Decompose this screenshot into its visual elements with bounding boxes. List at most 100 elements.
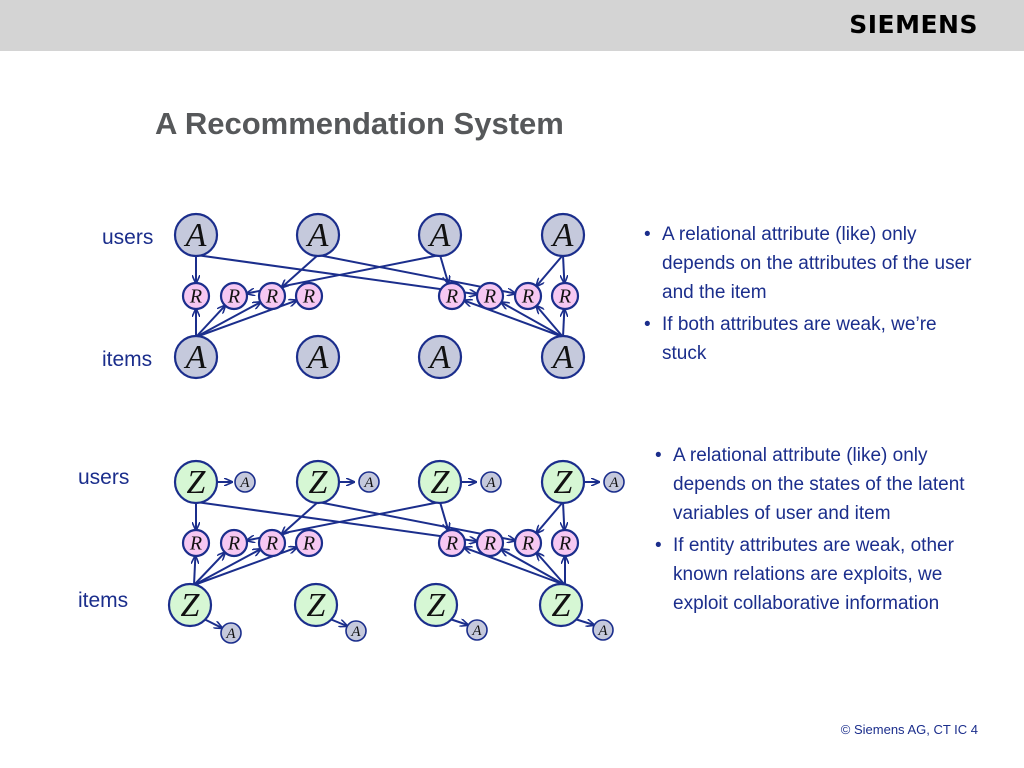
- svg-text:A: A: [485, 475, 496, 491]
- user-latent-node: Z: [173, 459, 219, 505]
- user-to-relation-edge: [563, 254, 564, 283]
- svg-text:A: A: [428, 217, 451, 254]
- user-to-relation-edge: [282, 254, 319, 287]
- relation-node: R: [219, 528, 249, 558]
- svg-text:R: R: [189, 286, 202, 308]
- slide-title: A Recommendation System: [155, 106, 564, 141]
- item-latent-node: Z: [413, 582, 459, 628]
- svg-text:R: R: [302, 286, 315, 308]
- svg-text:R: R: [483, 533, 496, 555]
- relation-node: R: [257, 281, 287, 311]
- item-attribute-node-small: A: [220, 622, 242, 644]
- svg-text:R: R: [558, 286, 571, 308]
- svg-text:A: A: [184, 217, 207, 254]
- item-to-relation-edge: [195, 306, 225, 338]
- svg-text:R: R: [521, 533, 534, 555]
- user-latent-node: Z: [540, 459, 586, 505]
- svg-text:Z: Z: [181, 587, 201, 624]
- svg-text:Z: Z: [554, 464, 574, 501]
- bullet-list-1: A relational attribute (like) only depen…: [640, 220, 985, 371]
- latent-to-attribute-edge: [329, 618, 347, 626]
- user-attribute-node: A: [295, 212, 341, 258]
- svg-text:R: R: [302, 533, 315, 555]
- svg-text:R: R: [265, 533, 278, 555]
- relation-node: R: [437, 528, 467, 558]
- svg-text:Z: Z: [309, 464, 329, 501]
- user-to-relation-edge: [282, 501, 319, 534]
- svg-text:A: A: [471, 623, 482, 639]
- svg-text:R: R: [521, 286, 534, 308]
- svg-text:A: A: [225, 626, 236, 642]
- relation-node: R: [181, 528, 211, 558]
- relation-node: R: [550, 528, 580, 558]
- users-label-1: users: [102, 226, 154, 249]
- svg-text:R: R: [227, 533, 240, 555]
- user-attribute-node-small: A: [480, 471, 502, 493]
- relation-node: R: [513, 528, 543, 558]
- relation-node: R: [475, 528, 505, 558]
- item-to-relation-edge: [537, 553, 566, 586]
- relation-node: R: [294, 528, 324, 558]
- latent-to-attribute-edge: [449, 618, 468, 625]
- user-latent-node: Z: [417, 459, 463, 505]
- item-to-relation-edge: [563, 309, 564, 338]
- svg-text:Z: Z: [552, 587, 572, 624]
- item-to-relation-edge: [464, 548, 566, 586]
- item-to-relation-edge: [193, 549, 261, 586]
- item-latent-node: Z: [293, 582, 339, 628]
- user-to-relation-edge: [536, 254, 564, 286]
- users-label-2: users: [78, 466, 130, 489]
- svg-text:A: A: [551, 217, 574, 254]
- user-to-relation-edge: [563, 501, 564, 530]
- svg-text:A: A: [428, 339, 451, 376]
- user-attribute-node-small: A: [234, 471, 256, 493]
- item-attribute-node: A: [540, 334, 586, 380]
- item-to-relation-edge: [195, 302, 261, 338]
- edges-diagram-2: [194, 482, 599, 628]
- relation-node: R: [181, 281, 211, 311]
- item-to-relation-edge: [501, 549, 566, 586]
- user-attribute-node: A: [540, 212, 586, 258]
- svg-text:A: A: [306, 217, 329, 254]
- relation-node: R: [294, 281, 324, 311]
- items-label-2: items: [78, 589, 129, 612]
- item-to-relation-edge: [464, 301, 564, 338]
- svg-text:R: R: [445, 533, 458, 555]
- latent-to-attribute-edge: [574, 618, 594, 625]
- svg-text:A: A: [597, 623, 608, 639]
- relation-node: R: [257, 528, 287, 558]
- items-label-1: items: [102, 348, 153, 371]
- item-to-relation-edge: [536, 306, 564, 338]
- svg-text:Z: Z: [431, 464, 451, 501]
- svg-text:A: A: [363, 475, 374, 491]
- svg-text:Z: Z: [427, 587, 447, 624]
- svg-text:R: R: [227, 286, 240, 308]
- bullet-item: A relational attribute (like) only depen…: [651, 441, 996, 528]
- item-to-relation-edge: [194, 556, 195, 586]
- user-attribute-node-small: A: [358, 471, 380, 493]
- svg-text:A: A: [306, 339, 329, 376]
- latent-to-attribute-edge: [203, 618, 222, 628]
- relation-node: R: [475, 281, 505, 311]
- relation-node: R: [437, 281, 467, 311]
- item-latent-node: Z: [167, 582, 213, 628]
- user-to-relation-edge: [536, 501, 564, 533]
- bullet-list-2: A relational attribute (like) only depen…: [651, 441, 996, 621]
- svg-text:A: A: [551, 339, 574, 376]
- item-to-relation-edge: [193, 552, 225, 586]
- bullet-item: If entity attributes are weak, other kno…: [651, 531, 996, 618]
- user-to-relation-edge: [439, 254, 448, 284]
- svg-text:A: A: [608, 475, 619, 491]
- svg-text:A: A: [184, 339, 207, 376]
- siemens-logo: SIEMENS: [849, 10, 978, 39]
- svg-text:Z: Z: [307, 587, 327, 624]
- svg-text:R: R: [189, 533, 202, 555]
- relation-node: R: [550, 281, 580, 311]
- user-attribute-node: A: [173, 212, 219, 258]
- user-attribute-node: A: [417, 212, 463, 258]
- relation-node: R: [219, 281, 249, 311]
- item-attribute-node-small: A: [466, 619, 488, 641]
- user-to-relation-edge: [439, 501, 448, 531]
